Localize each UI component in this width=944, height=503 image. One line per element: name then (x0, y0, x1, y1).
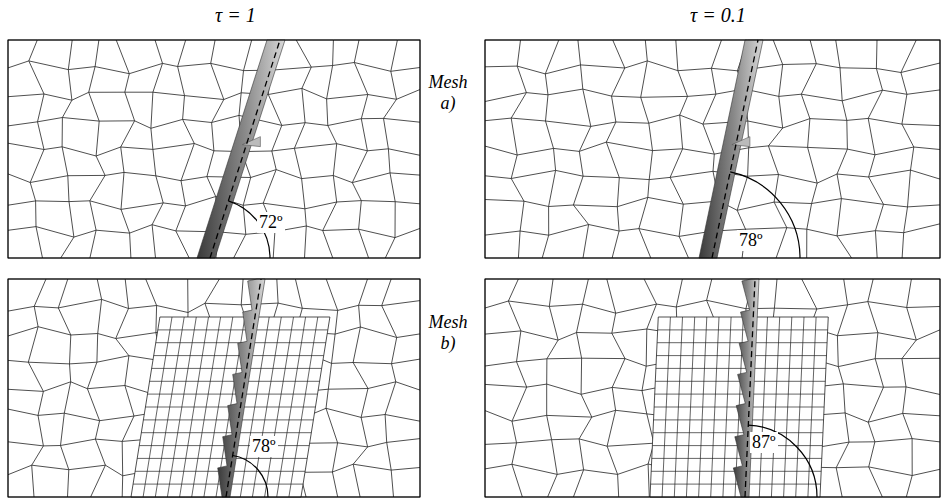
angle-arc (748, 425, 817, 497)
angle-label: 87º (750, 432, 778, 453)
crack-line (226, 279, 261, 497)
angle-label: 78º (250, 436, 278, 457)
mesh-panel (485, 279, 940, 497)
mesh-panel (8, 279, 420, 497)
panel-border (8, 40, 420, 258)
panel-title: τ = 1 (215, 4, 256, 27)
coarse-mesh (8, 40, 420, 258)
crack-band (218, 279, 265, 497)
mesh-label: Mesh b) (422, 312, 474, 353)
mesh-panel (8, 40, 420, 258)
panel-border (8, 279, 420, 497)
angle-label: 72º (257, 212, 285, 233)
mesh-panel (485, 40, 940, 258)
crack-band (733, 279, 759, 497)
crack-notch (242, 137, 260, 147)
angle-arc (233, 456, 268, 498)
crack-line (745, 279, 755, 497)
crack-band (699, 40, 763, 258)
coarse-mesh (485, 40, 940, 258)
crack-line (712, 40, 758, 258)
angle-label: 78º (737, 230, 765, 251)
angle-arc (730, 172, 800, 258)
mesh-label: Mesh a) (422, 72, 474, 113)
crack-notch (732, 137, 750, 147)
panel-border (485, 279, 940, 497)
panel-title: τ = 0.1 (690, 4, 746, 27)
crack-band (197, 40, 285, 258)
panel-border (485, 40, 940, 258)
coarse-mesh (8, 279, 420, 497)
coarse-mesh (485, 279, 940, 497)
